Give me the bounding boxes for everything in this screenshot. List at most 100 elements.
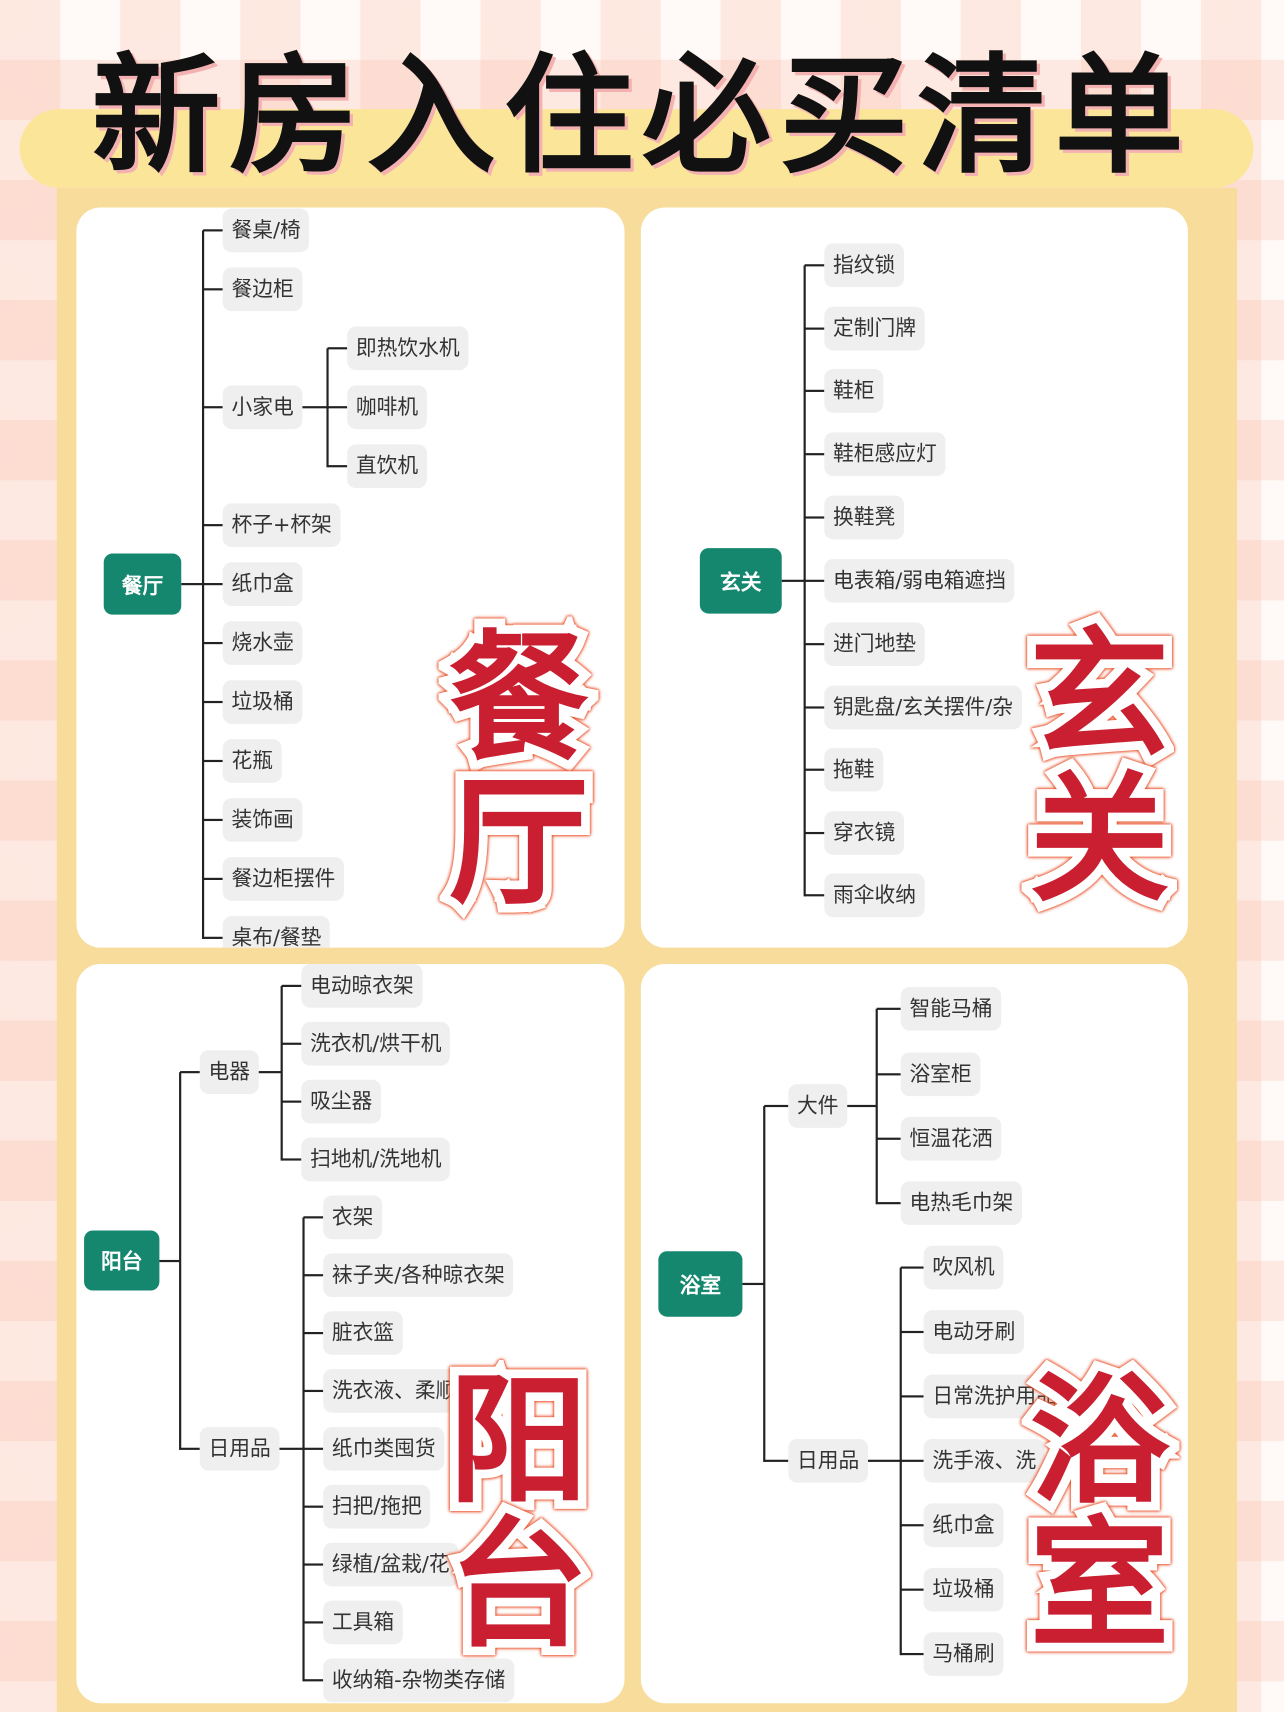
branch-node[interactable]: 垃圾桶 (222, 680, 303, 724)
connector-line (876, 1202, 901, 1205)
connector-line (281, 1158, 302, 1161)
branch-node[interactable]: 鞋柜 (824, 369, 884, 413)
connector-line (203, 583, 223, 586)
big-room-label: 阳台 (440, 1361, 597, 1667)
connector-line (303, 1447, 324, 1450)
root-node[interactable]: 阳台 (84, 1230, 160, 1291)
branch-node[interactable]: 装饰画 (222, 798, 303, 842)
leaf-node[interactable]: 衣架 (323, 1195, 383, 1240)
big-label-char: 室 (1021, 1504, 1178, 1668)
branch-node[interactable]: 拖鞋 (824, 747, 884, 792)
branch-node[interactable]: 指纹锁 (824, 243, 905, 288)
leaf-node[interactable]: 收纳箱-杂物类存储 (323, 1658, 515, 1703)
connector-line (203, 877, 223, 880)
leaf-node[interactable]: 脏衣篮 (323, 1311, 403, 1355)
connector-line (303, 1505, 324, 1508)
branch-node[interactable]: 花瓶 (222, 739, 282, 783)
branch-node[interactable]: 进门地垫 (824, 622, 925, 666)
connector-line (203, 229, 223, 232)
connector-line (303, 1274, 324, 1277)
leaf-node[interactable]: 浴室柜 (900, 1052, 981, 1097)
branch-node[interactable]: 日用品 (199, 1426, 280, 1471)
leaf-node[interactable]: 电动晾衣架 (301, 964, 423, 1008)
panel-1: 玄关 指纹锁定制门牌鞋柜鞋柜感应灯换鞋凳电表箱/弱电箱遮挡进门地垫钥匙盘/玄关摆件… (640, 207, 1188, 948)
connector-line (279, 1447, 304, 1450)
big-label-char: 餐 (440, 617, 597, 781)
connector-line (203, 406, 223, 409)
leaf-node[interactable]: 恒温花洒 (900, 1116, 1002, 1161)
connector-line (327, 465, 348, 468)
root-node[interactable]: 玄关 (699, 548, 782, 614)
connector-line (804, 768, 825, 771)
big-room-label: 玄关 (1021, 614, 1178, 921)
connector-line (804, 894, 825, 897)
branch-node[interactable]: 餐边柜摆件 (222, 857, 344, 901)
branch-node[interactable]: 餐边柜 (222, 267, 303, 312)
leaf-node[interactable]: 扫把/拖把 (323, 1484, 431, 1529)
leaf-node[interactable]: 电热毛巾架 (900, 1181, 1022, 1225)
branch-node[interactable]: 电器 (199, 1050, 259, 1094)
branch-node[interactable]: 穿衣镜 (824, 811, 905, 855)
leaf-node[interactable]: 吹风机 (923, 1245, 1004, 1290)
connector-line (876, 1137, 901, 1140)
connector-line (900, 1395, 924, 1398)
leaf-node[interactable]: 电动牙刷 (923, 1310, 1025, 1354)
branch-node[interactable]: 钥匙盘/玄关摆件/杂 (824, 685, 1022, 730)
leaf-node[interactable]: 即热饮水机 (347, 326, 469, 371)
branch-node[interactable]: 烧水壶 (222, 621, 303, 665)
branch-node[interactable]: 换鞋凳 (824, 495, 905, 540)
branch-node[interactable]: 杯子+杯架 (222, 503, 341, 547)
leaf-node[interactable]: 洗衣液、柔顺 (323, 1369, 466, 1413)
branch-node[interactable]: 日用品 (788, 1438, 868, 1483)
branch-node[interactable]: 电表箱/弱电箱遮挡 (824, 559, 1015, 603)
leaf-node[interactable]: 垃圾桶 (923, 1567, 1004, 1612)
leaf-node[interactable]: 纸巾类囤货 (323, 1426, 445, 1471)
branch-node[interactable]: 小家电 (222, 385, 303, 430)
connector-line (900, 1588, 924, 1591)
connector-line (303, 1331, 324, 1335)
connector-line (804, 327, 825, 330)
connector-line (804, 516, 825, 519)
connector-line (180, 1447, 200, 1450)
branch-node[interactable]: 纸巾盒 (222, 562, 303, 606)
connector-line (327, 406, 348, 409)
branch-node[interactable]: 餐桌/椅 (222, 208, 310, 253)
connector-line (203, 818, 223, 822)
connector-line (900, 1652, 924, 1656)
connector-line (203, 641, 223, 645)
connector-line (876, 1007, 901, 1010)
leaf-node[interactable]: 洗衣机/烘干机 (301, 1021, 451, 1066)
leaf-node[interactable]: 绿植/盆栽/花 (323, 1542, 459, 1587)
leaf-node[interactable]: 扫地机/洗地机 (301, 1137, 451, 1182)
leaf-node[interactable]: 洗手液、洗 (923, 1438, 1045, 1483)
root-node[interactable]: 餐厅 (103, 553, 182, 615)
connector-line (742, 1282, 765, 1286)
connector-line (258, 1071, 282, 1074)
branch-node[interactable]: 桌布/餐垫 (222, 916, 331, 948)
leaf-node[interactable]: 工具箱 (323, 1600, 403, 1645)
connector-line (900, 1266, 924, 1269)
root-node[interactable]: 浴室 (658, 1251, 743, 1317)
leaf-node[interactable]: 咖啡机 (347, 385, 427, 430)
connector-line (900, 1330, 924, 1334)
leaf-node[interactable]: 纸巾盒 (923, 1503, 1004, 1548)
connector-line (281, 1042, 302, 1045)
branch-node[interactable]: 定制门牌 (824, 306, 925, 351)
branch-node[interactable]: 大件 (788, 1084, 848, 1128)
branch-node[interactable]: 鞋柜感应灯 (824, 432, 946, 477)
connector-line (303, 1389, 324, 1393)
connector-line (867, 1459, 901, 1462)
connector-line (303, 1563, 324, 1566)
leaf-node[interactable]: 袜子夹/各种晾衣架 (323, 1253, 514, 1298)
leaf-node[interactable]: 日常洗护用品 (923, 1374, 1066, 1419)
connector-line (764, 1104, 789, 1108)
leaf-node[interactable]: 吸尘器 (301, 1079, 382, 1124)
panel-0: 餐厅 餐桌/椅餐边柜小家电即热饮水机咖啡机直饮机杯子+杯架纸巾盒烧水壶垃圾桶花瓶装… (76, 207, 625, 948)
branch-node[interactable]: 雨伞收纳 (824, 873, 925, 918)
leaf-node[interactable]: 智能马桶 (900, 986, 1002, 1031)
connector-line (876, 1073, 901, 1076)
leaf-node[interactable]: 马桶刷 (923, 1632, 1004, 1676)
page-title: 新房入住必买清单 (91, 40, 1193, 192)
big-label-char: 玄 (1021, 614, 1178, 778)
leaf-node[interactable]: 直饮机 (347, 444, 427, 489)
